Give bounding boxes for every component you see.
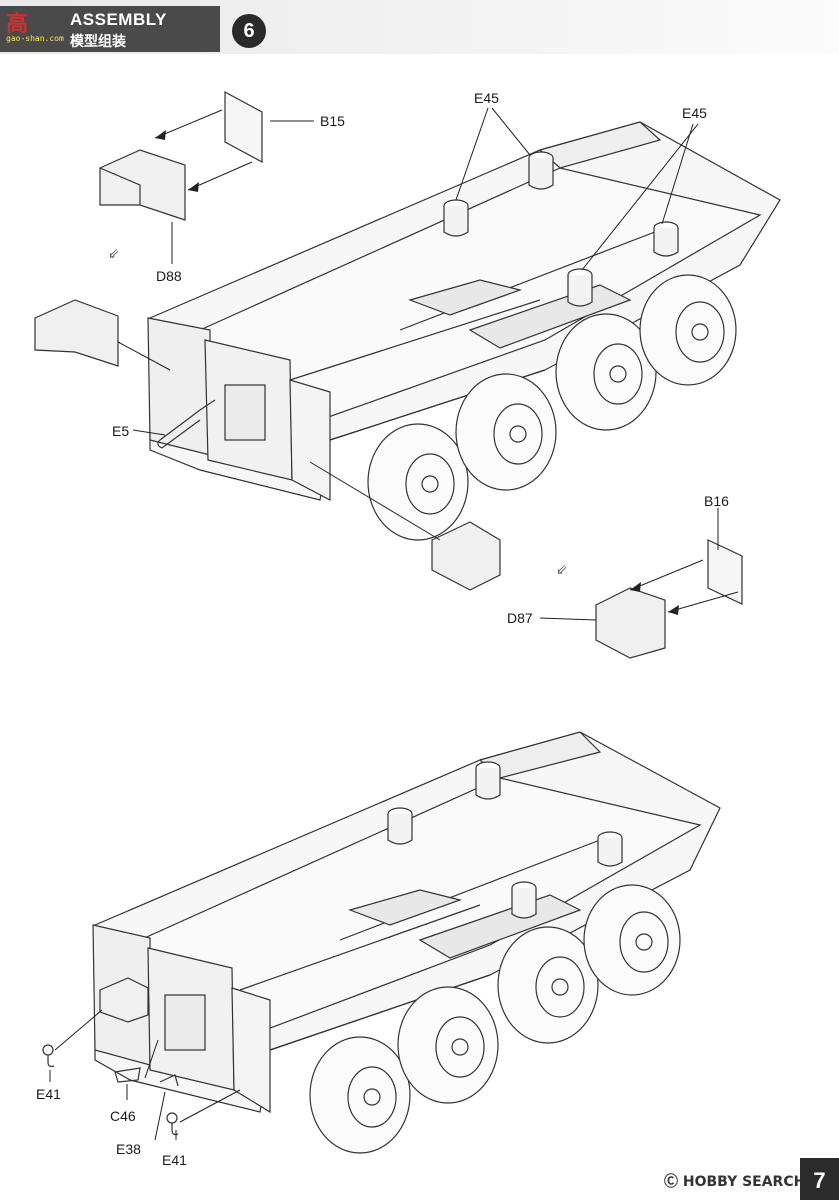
bump-stop-1 bbox=[528, 151, 554, 190]
label-d88: D88 bbox=[156, 268, 182, 284]
label-b16: B16 bbox=[704, 493, 729, 509]
part-rear-box bbox=[431, 521, 501, 591]
page-number: 7 bbox=[800, 1158, 839, 1200]
part-b15 bbox=[224, 90, 263, 164]
leader-lines-top bbox=[117, 107, 739, 621]
label-e45-a: E45 bbox=[474, 90, 499, 106]
bump-stop-6 bbox=[387, 807, 413, 845]
bump-stop-3 bbox=[653, 221, 679, 257]
part-d88 bbox=[99, 149, 186, 221]
header-title-en: ASSEMBLY bbox=[70, 10, 167, 29]
label-c46: C46 bbox=[110, 1108, 136, 1124]
vehicle-bottom-hull bbox=[92, 731, 721, 1114]
vehicle-top-hull bbox=[147, 121, 781, 501]
bump-stop-5 bbox=[475, 761, 501, 800]
part-e5 bbox=[157, 399, 216, 449]
label-e41-a: E41 bbox=[36, 1086, 61, 1102]
part-e41-right bbox=[166, 1112, 179, 1136]
step-number-badge: 6 bbox=[232, 14, 266, 48]
label-e45-b: E45 bbox=[682, 105, 707, 121]
label-e5: E5 bbox=[112, 423, 130, 439]
label-b15: B15 bbox=[320, 113, 345, 129]
bump-stop-8 bbox=[511, 881, 537, 919]
part-b16 bbox=[707, 539, 743, 605]
arrowheads-top bbox=[155, 130, 679, 615]
page-header: 高 gao-shan.com ASSEMBLY 模型组装 6 bbox=[0, 0, 839, 54]
bump-stop-2 bbox=[443, 199, 469, 237]
site-logo: 高 gao-shan.com bbox=[6, 12, 64, 43]
footer-brand: Ⓒ HOBBY SEARCH bbox=[664, 1174, 806, 1190]
vehicle-top-wheels bbox=[367, 274, 737, 541]
glue-icon-2: ⇙ bbox=[556, 562, 568, 578]
part-e41-left bbox=[42, 1044, 55, 1068]
label-e38: E38 bbox=[116, 1141, 141, 1157]
vehicle-bottom-wheels bbox=[309, 884, 681, 1154]
leader-lines-bottom bbox=[49, 1009, 241, 1141]
part-c46 bbox=[114, 1067, 141, 1083]
part-d88-installed bbox=[34, 299, 119, 367]
label-d87: D87 bbox=[507, 610, 533, 626]
header-title-block bbox=[0, 6, 220, 52]
part-e38 bbox=[159, 1074, 179, 1087]
header-title-cn: 模型组装 bbox=[70, 33, 126, 49]
bump-stop-7 bbox=[597, 831, 623, 867]
label-e41-b: E41 bbox=[162, 1152, 187, 1168]
glue-icon: ⇙ bbox=[108, 246, 120, 262]
bump-stop-4 bbox=[567, 268, 593, 307]
part-d87 bbox=[595, 587, 666, 659]
